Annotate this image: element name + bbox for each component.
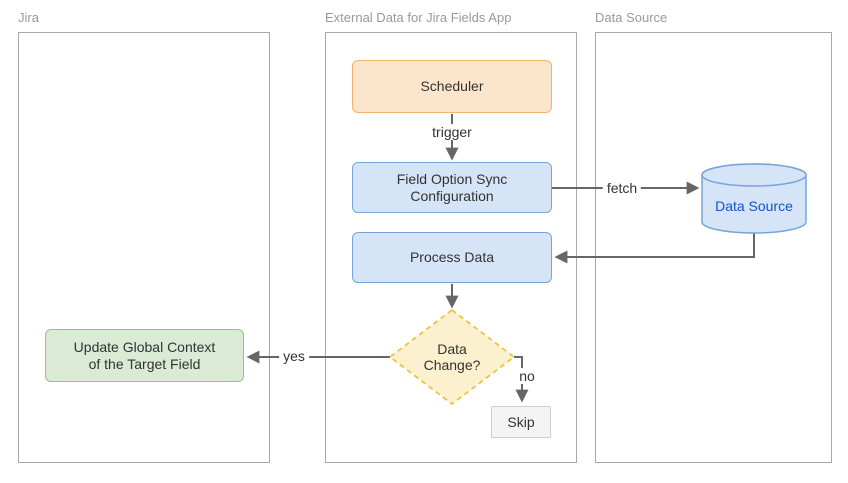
decision-label-line2: Change? (423, 357, 481, 373)
edge-label-no: no (515, 368, 539, 384)
decision-label-line1: Data (437, 341, 467, 357)
skip-node: Skip (491, 406, 551, 438)
edge-label-yes: yes (279, 348, 309, 364)
sync-config-node: Field Option Sync Configuration (352, 162, 552, 213)
lane-title-jira: Jira (18, 10, 39, 25)
lane-data-source (595, 32, 832, 463)
edge-label-trigger: trigger (428, 124, 476, 140)
update-context-label-line2: of the Target Field (88, 355, 201, 372)
database-cylinder-label: Data Source (715, 198, 793, 214)
decision-diamond-label: Data Change? (424, 341, 481, 373)
update-context-node: Update Global Context of the Target Fiel… (45, 329, 244, 382)
skip-label: Skip (507, 413, 535, 430)
scheduler-node: Scheduler (352, 60, 552, 113)
lane-title-external-app: External Data for Jira Fields App (325, 10, 512, 25)
lane-title-data-source: Data Source (595, 10, 668, 25)
update-context-label-line1: Update Global Context (73, 338, 216, 355)
process-data-node: Process Data (352, 232, 552, 283)
sync-config-label-line2: Configuration (410, 187, 494, 204)
process-data-label: Process Data (409, 249, 495, 265)
sync-config-label-line1: Field Option Sync (396, 170, 508, 187)
edge-label-fetch: fetch (602, 180, 642, 196)
lane-jira (18, 32, 270, 463)
scheduler-label: Scheduler (420, 78, 484, 94)
